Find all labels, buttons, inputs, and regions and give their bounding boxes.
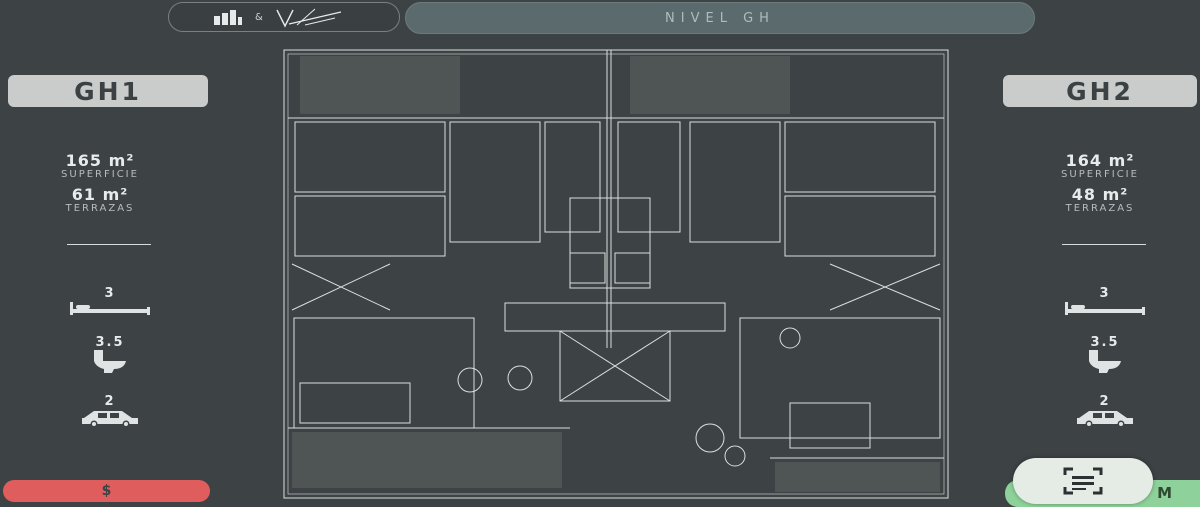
terrace-metric: 61 m² TERRAZAS (0, 186, 200, 214)
level-selector[interactable]: NIVEL GH (405, 2, 1035, 34)
bathrooms-amenity: 3.5 (10, 336, 210, 373)
bedrooms-amenity: 3 (1005, 287, 1200, 316)
bed-icon (1065, 302, 1145, 315)
terrace-metric: 48 m² TERRAZAS (1000, 186, 1200, 214)
parking-count: 2 (104, 394, 116, 409)
parking-count: 2 (1099, 394, 1111, 409)
terrace-label: TERRAZAS (1065, 203, 1135, 214)
toilet-icon (1089, 350, 1121, 373)
surface-metric: 165 m² SUPERFICIE (0, 152, 200, 180)
surface-unit: m² (108, 151, 135, 170)
terrace-label: TERRAZAS (65, 203, 135, 214)
surface-label: SUPERFICIE (61, 169, 139, 180)
terrace-value: 48 (1071, 185, 1096, 204)
floor-plan-drawing[interactable] (270, 48, 960, 502)
surface-metric: 164 m² SUPERFICIE (1000, 152, 1200, 180)
scan-document-icon (1063, 467, 1103, 495)
terrace-unit: m² (1102, 185, 1129, 204)
surface-label: SUPERFICIE (1061, 169, 1139, 180)
unit-name: GH2 (1066, 76, 1134, 106)
bedrooms-count: 3 (1099, 286, 1111, 301)
car-icon (1077, 411, 1133, 428)
unit-name: GH1 (74, 76, 142, 106)
scan-document-button[interactable] (1013, 458, 1153, 504)
building-logo-icon (214, 10, 242, 25)
price-button[interactable]: $ (3, 480, 210, 502)
car-icon (82, 411, 138, 428)
terrace-unit: m² (102, 185, 129, 204)
bed-icon (70, 302, 150, 315)
surface-unit: m² (1108, 151, 1135, 170)
divider (67, 244, 151, 245)
bathrooms-count: 3.5 (95, 335, 125, 350)
parking-amenity: 2 (10, 395, 210, 428)
toilet-icon (94, 350, 126, 373)
bathrooms-amenity: 3.5 (1005, 336, 1200, 373)
surface-value: 165 (65, 151, 103, 170)
price-label: $ (101, 483, 112, 499)
unit-name-tag[interactable]: GH2 (1003, 75, 1197, 107)
parking-amenity: 2 (1005, 395, 1200, 428)
terrace-value: 61 (71, 185, 96, 204)
bathrooms-count: 3.5 (1090, 335, 1120, 350)
surface-value: 164 (1065, 151, 1103, 170)
level-label: NIVEL GH (665, 10, 775, 26)
unit-name-tag[interactable]: GH1 (8, 75, 208, 107)
bedrooms-count: 3 (104, 286, 116, 301)
signature-logo-icon (276, 8, 341, 28)
contact-button-label: M (1157, 484, 1172, 502)
divider (1062, 244, 1146, 245)
bedrooms-amenity: 3 (10, 287, 210, 316)
logo-ampersand: & (255, 11, 263, 23)
brand-logo-pill[interactable]: & (168, 2, 400, 32)
